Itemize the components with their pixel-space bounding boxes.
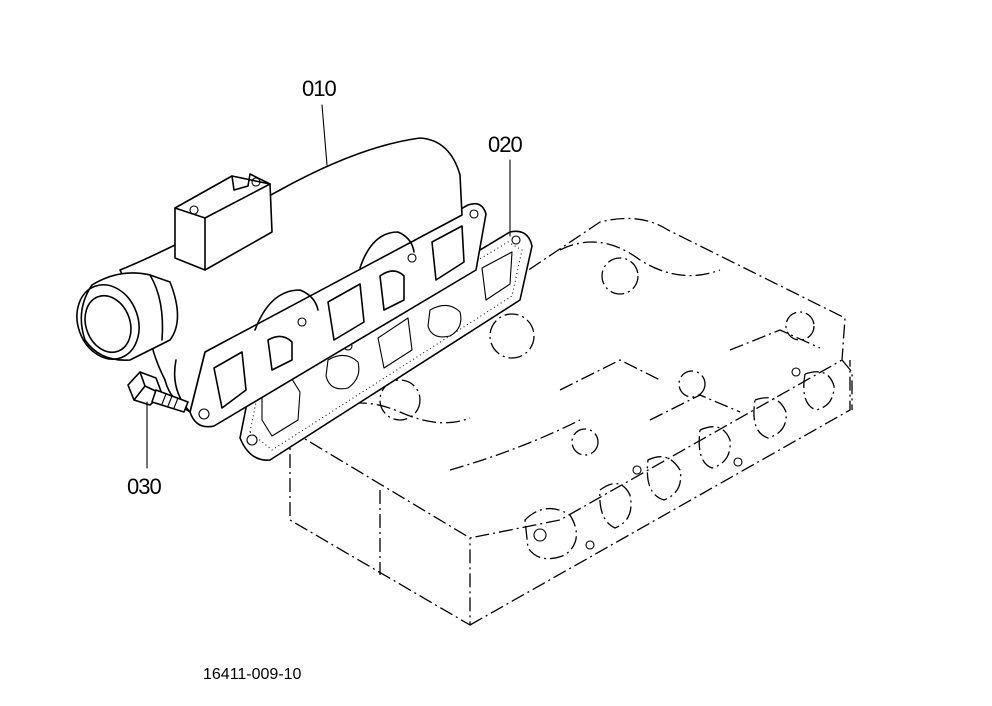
- figure-reference: 16411-009-10: [203, 666, 302, 683]
- bolt-drawing: [127, 371, 189, 413]
- part-label-030: 030: [127, 474, 161, 499]
- part-label-020: 020: [488, 132, 522, 157]
- cylinder-head-drawing: [289, 217, 853, 626]
- leader-lines: [146, 104, 511, 469]
- part-label-010: 010: [302, 76, 336, 101]
- manifold-drawing: [76, 137, 487, 428]
